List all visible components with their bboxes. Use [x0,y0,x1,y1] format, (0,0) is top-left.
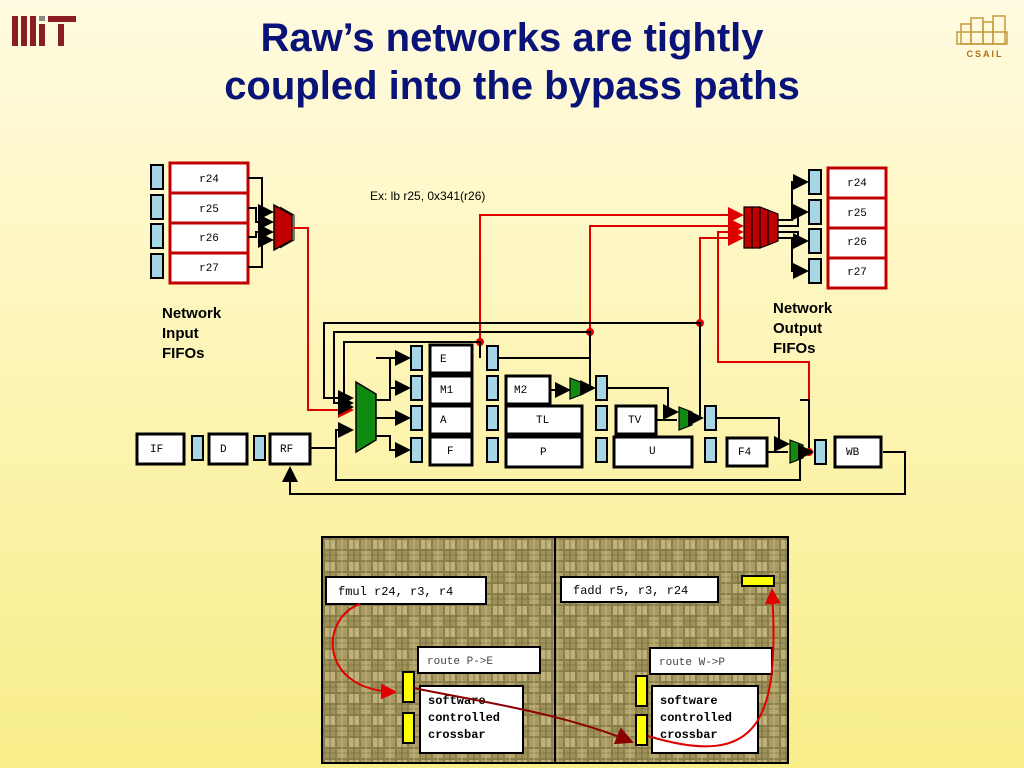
output-reg-r25: r25 [847,208,867,220]
stage-D [207,432,249,466]
stage-M2-label: M2 [514,385,527,397]
stage-U-label: U [649,446,656,458]
left-route: route P->E [427,656,493,668]
left-crossbar-line-2: controlled [428,711,500,725]
stage-WB [833,435,883,469]
input-reg-r25: r25 [199,204,219,216]
stage-P [504,435,584,469]
left-route-box [417,646,541,674]
output-reg-r26: r26 [847,237,867,249]
stage-TL [504,404,584,436]
input-register-group: r24 r25 r26 r27 [150,161,295,285]
stage-TV-label: TV [628,415,642,427]
stage-RF [268,432,312,466]
output-fifo [808,199,822,225]
stage-A [428,404,474,436]
output-fifo [808,169,822,195]
input-fifo [150,164,164,190]
slide-title: Raw’s networks are tightly coupled into … [150,14,874,110]
output-fifo [808,258,822,284]
input-fifo [150,194,164,220]
left-crossbar-box [419,685,524,754]
title-line-2: coupled into the bypass paths [224,64,800,108]
right-route: route W->P [659,657,725,669]
stage-TL-label: TL [536,415,549,427]
input-fifo [150,253,164,279]
input-reg-r24: r24 [199,174,219,186]
right-route-box [649,647,773,675]
stage-TV [614,404,658,436]
output-mux [767,209,779,246]
title-line-1: Raw’s networks are tightly [260,16,764,60]
right-network-fifo-top [635,675,648,707]
left-instruction: fmul r24, r3, r4 [338,585,453,599]
input-fifo [150,223,164,249]
stage-F4-label: F4 [738,447,752,459]
stage-M1-label: M1 [440,385,454,397]
output-register-group: r24 r25 r26 r27 [743,166,888,290]
stage-F [428,435,474,467]
stage-E-label: E [440,354,447,366]
right-instruction-box [560,576,719,603]
output-reg-r27: r27 [847,267,867,279]
stage-E [428,343,474,375]
stage-F-label: F [447,446,454,458]
stage-WB-label: WB [846,447,860,459]
right-crossbar-line-1: software [660,694,718,708]
output-fifo [808,228,822,254]
stage-RF-label: RF [280,444,293,456]
csail-logo: CSAIL [956,15,1008,59]
left-crossbar-line-1: software [428,694,486,708]
input-reg-r27: r27 [199,263,219,275]
stage-P-label: P [540,447,547,459]
stage-IF [135,432,186,466]
network-input-label-3: FIFOs [162,345,205,362]
network-input-label-2: Input [162,325,199,342]
left-crossbar-line-3: crossbar [428,728,486,742]
stage-IF-label: IF [150,444,163,456]
input-mux [273,203,293,252]
left-network-fifo-bottom [402,712,415,744]
right-instruction: fadd r5, r3, r24 [573,584,688,598]
stage-A-label: A [440,415,447,427]
example-instruction: Ex: lb r25, 0x341(r26) [370,189,485,203]
right-crossbar-line-3: crossbar [660,728,718,742]
network-output-label-1: Network [773,300,833,317]
right-network-fifo-bottom [635,714,648,746]
result-fifo [741,575,775,587]
stage-D-label: D [220,444,227,456]
left-network-fifo-top [402,671,415,703]
network-output-label-3: FIFOs [773,340,816,357]
csail-text: CSAIL [967,49,1004,59]
output-reg-r24: r24 [847,178,867,190]
right-crossbar-line-2: controlled [660,711,732,725]
bypass-mux [355,380,377,454]
stage-M1 [428,374,474,406]
network-output-label-2: Output [773,320,822,337]
input-reg-r26: r26 [199,233,219,245]
network-input-label-1: Network [162,305,222,322]
stage-U [612,435,694,469]
left-instruction-box [325,576,487,605]
mit-logo [12,16,76,46]
